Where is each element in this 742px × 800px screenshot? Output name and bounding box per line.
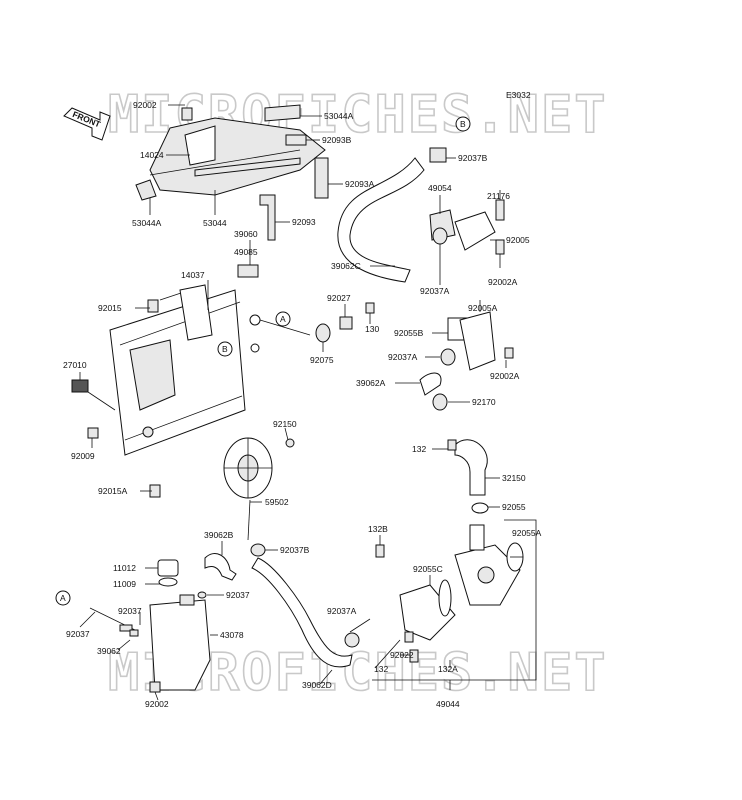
part-label: 39062C: [331, 261, 361, 271]
part-label: 59502: [265, 497, 289, 507]
part-label: 92037A: [327, 606, 357, 616]
callout-a-upper: A: [275, 311, 291, 327]
callout-a-lower: A: [55, 590, 71, 606]
part-label: 92027: [327, 293, 351, 303]
part-label: 92015: [98, 303, 122, 313]
water-pump-drawing: [344, 502, 524, 663]
part-label: 92002: [145, 699, 169, 709]
part-label: 21176: [487, 191, 510, 201]
part-label: 53044A: [132, 218, 162, 228]
part-label: 92015A: [98, 486, 128, 496]
small-hose-drawing: [204, 553, 237, 581]
part-label: 92093A: [345, 179, 375, 189]
part-label: 14037: [181, 270, 205, 280]
part-label: 92037A: [388, 352, 418, 362]
part-label: 92075: [310, 355, 334, 365]
part-label: 92002: [133, 100, 157, 110]
leader-lines: [79, 104, 537, 701]
part-label: 132B: [368, 524, 388, 534]
part-label: 14024: [140, 150, 164, 160]
water-pipe-drawing: [447, 439, 488, 496]
part-label: 32150: [502, 473, 526, 483]
diagram-code: E3032: [506, 90, 531, 100]
svg-text:A: A: [280, 314, 286, 324]
svg-text:B: B: [222, 344, 228, 354]
part-label: 49085: [234, 247, 258, 257]
thermostat-drawing: [337, 147, 505, 283]
part-label: 11009: [113, 579, 136, 589]
part-label: 92037: [66, 629, 90, 639]
front-arrow-icon: FRONT: [63, 107, 111, 141]
part-label: 92022: [390, 650, 414, 660]
svg-text:A: A: [60, 593, 66, 603]
fan-switch-drawing: [71, 379, 116, 411]
lower-hose-drawing: [250, 543, 353, 668]
part-label: 39062A: [356, 378, 386, 388]
part-label: 92150: [273, 419, 297, 429]
part-label: 53044A: [324, 111, 354, 121]
part-label: 92093B: [322, 135, 352, 145]
part-label: 39060: [234, 229, 258, 239]
part-label: 92037B: [458, 153, 488, 163]
part-label: 92009: [71, 451, 95, 461]
radiator-shroud-drawing: [135, 104, 329, 241]
reserve-tank-drawing: [89, 559, 211, 693]
part-label: 92037A: [420, 286, 450, 296]
part-label: 92055B: [394, 328, 424, 338]
part-label: 130: [365, 324, 379, 334]
part-label: 43078: [220, 630, 244, 640]
callout-b-upper: B: [455, 116, 471, 132]
part-label: 92037B: [280, 545, 310, 555]
part-label: 39062B: [204, 530, 234, 540]
part-label: 49054: [428, 183, 452, 193]
grommet-drawing: [315, 302, 375, 343]
part-label: 92005A: [468, 303, 498, 313]
fan-drawing: [223, 437, 295, 541]
part-label: 92002A: [488, 277, 518, 287]
part-label: 92170: [472, 397, 496, 407]
part-label: 92037: [118, 606, 142, 616]
part-label: 132: [374, 664, 388, 674]
bolt-92009-drawing: [87, 427, 99, 439]
part-label: 132: [412, 444, 426, 454]
part-label: 92037: [226, 590, 250, 600]
svg-text:B: B: [460, 119, 466, 129]
callout-b-lower: B: [217, 341, 233, 357]
front-label: FRONT: [71, 109, 103, 130]
part-label: 27010: [63, 360, 87, 370]
part-label: 92055A: [512, 528, 542, 538]
part-labels: 92002 53044A 14024 92093B 92093A 53044A …: [63, 100, 542, 709]
part-label: 92002A: [490, 371, 520, 381]
part-label: 39062: [97, 646, 121, 656]
part-label: 92093: [292, 217, 316, 227]
part-label: 11012: [113, 563, 136, 573]
part-label: 132A: [438, 664, 458, 674]
part-label: 92005: [506, 235, 530, 245]
part-label: 92055C: [413, 564, 443, 574]
part-label: 39062D: [302, 680, 332, 690]
part-label: 53044: [203, 218, 227, 228]
part-label: 92055: [502, 502, 526, 512]
part-label: 49044: [436, 699, 460, 709]
thermostat-housing-drawing: [419, 311, 514, 411]
radiator-drawing: [109, 264, 261, 498]
